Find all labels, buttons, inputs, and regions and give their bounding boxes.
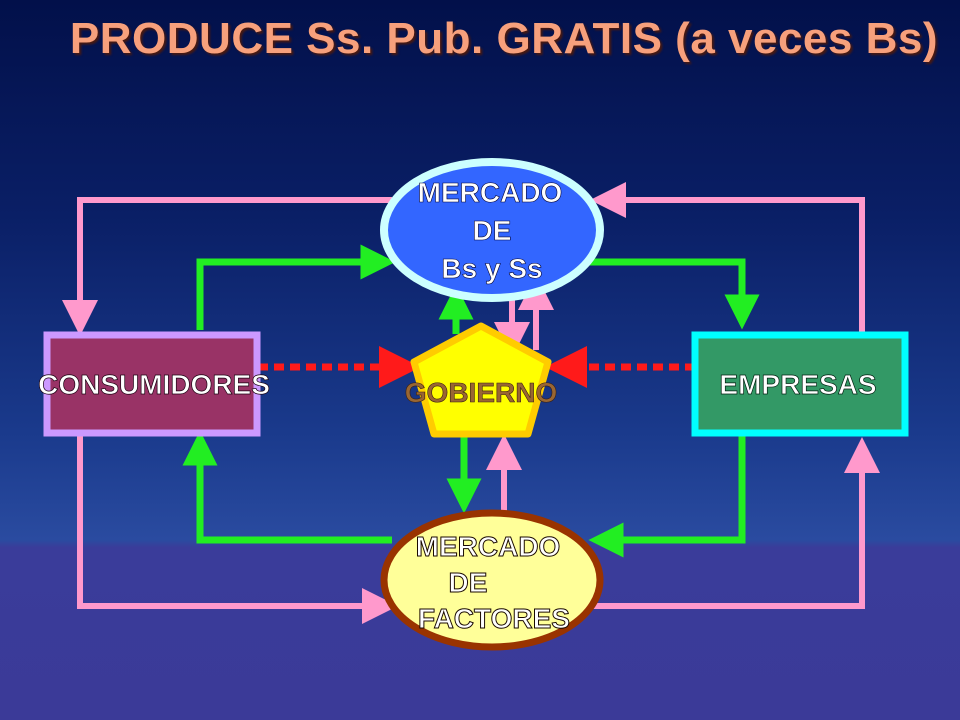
mercado-bienes-line-1: MERCADO bbox=[418, 177, 563, 208]
node-mercado-factores: MERCADO DE FACTORES bbox=[380, 509, 604, 651]
gobierno-label: GOBIERNO bbox=[405, 377, 557, 408]
arrow-empresas-to-mercado-bienes bbox=[590, 182, 865, 335]
empresas-box bbox=[691, 331, 909, 437]
money-flow-arrows bbox=[182, 244, 760, 558]
node-mercado-bienes: MERCADO DE Bs y Ss bbox=[380, 158, 604, 302]
mercado-factores-ellipse bbox=[380, 509, 604, 651]
consumidores-box bbox=[43, 331, 261, 437]
arrow-consumidores-gasto bbox=[196, 244, 396, 330]
mercado-bienes-ellipse bbox=[380, 158, 604, 302]
real-flow-arrows bbox=[62, 182, 880, 624]
arrow-mercado-bienes-ingresos bbox=[586, 258, 760, 330]
node-gobierno: GOBIERNO bbox=[404, 322, 558, 438]
empresas-label: EMPRESAS bbox=[719, 369, 876, 400]
mercado-factores-line-3: FACTORES bbox=[418, 603, 570, 634]
gobierno-pentagon bbox=[410, 322, 552, 438]
mercado-bienes-line-2: DE bbox=[473, 215, 512, 246]
arrow-consumidores-to-mercado-factores bbox=[77, 435, 398, 624]
arrow-mercado-bienes-to-consumidores bbox=[62, 197, 392, 336]
node-consumidores: CONSUMIDORES bbox=[38, 331, 270, 437]
mercado-factores-line-1: MERCADO bbox=[416, 531, 561, 562]
consumidores-label: CONSUMIDORES bbox=[38, 369, 270, 400]
arrow-mercado-factores-rentas bbox=[182, 430, 392, 544]
arrow-empresas-pagos-factores bbox=[588, 432, 746, 558]
mercado-factores-line-2: DE bbox=[449, 567, 488, 598]
mercado-bienes-line-3: Bs y Ss bbox=[441, 253, 542, 284]
arrow-mercado-factores-to-empresas bbox=[590, 437, 880, 609]
slide-title: PRODUCE Ss. Pub. GRATIS (a veces Bs) bbox=[69, 14, 938, 63]
node-empresas: EMPRESAS bbox=[691, 331, 909, 437]
